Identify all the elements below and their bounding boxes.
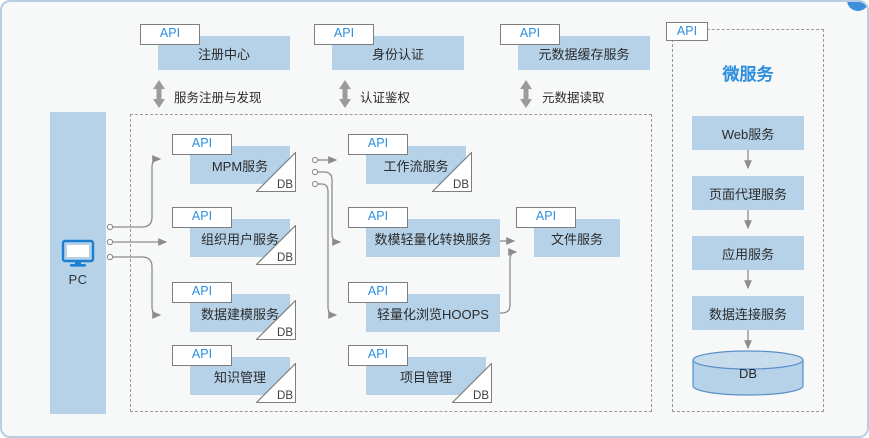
pc-client-panel: PC bbox=[50, 112, 106, 414]
service-label: 项目管理 bbox=[399, 369, 452, 385]
service-label: 轻量化浏览HOOPS bbox=[377, 306, 489, 322]
service-card-project-mgmt[interactable]: API 项目管理 DB bbox=[348, 345, 492, 403]
monitor-icon bbox=[61, 239, 95, 267]
api-tag: API bbox=[348, 345, 408, 366]
relation-label-meta: 元数据读取 bbox=[542, 91, 605, 105]
service-card-knowledge[interactable]: API 知识管理 DB bbox=[172, 345, 296, 403]
service-card-mpm[interactable]: API MPM服务 DB bbox=[172, 134, 296, 192]
service-card-auth[interactable]: API 身份认证 bbox=[314, 24, 464, 70]
db-corner-label: DB bbox=[473, 390, 489, 402]
api-tag: API bbox=[516, 207, 576, 228]
decorative-circle bbox=[847, 2, 867, 11]
relation-label-auth: 认证鉴权 bbox=[360, 91, 411, 105]
database-cylinder[interactable]: DB bbox=[692, 350, 804, 396]
service-label: 文件服务 bbox=[550, 231, 603, 247]
db-corner: DB bbox=[452, 363, 492, 403]
service-card-registry[interactable]: API 注册中心 bbox=[140, 24, 290, 70]
service-label: MPM服务 bbox=[211, 158, 269, 174]
db-corner: DB bbox=[256, 152, 296, 192]
api-tag: API bbox=[172, 134, 232, 155]
service-label: 组织用户服务 bbox=[200, 231, 279, 247]
microservice-label: 页面代理服务 bbox=[708, 186, 787, 202]
core-services-container bbox=[130, 114, 652, 412]
microservice-box-page-proxy[interactable]: 页面代理服务 bbox=[692, 176, 804, 210]
db-corner-label: DB bbox=[277, 252, 293, 264]
service-label: 数模轻量化转换服务 bbox=[374, 231, 492, 247]
api-tag: API bbox=[172, 282, 232, 303]
relation-label-registry: 服务注册与发现 bbox=[174, 91, 262, 105]
db-corner-label: DB bbox=[277, 179, 293, 191]
service-card-body: 数模轻量化转换服务 bbox=[366, 219, 500, 257]
db-corner-label: DB bbox=[453, 179, 469, 191]
service-card-workflow[interactable]: API 工作流服务 DB bbox=[348, 134, 472, 192]
db-corner-label: DB bbox=[277, 327, 293, 339]
pc-label: PC bbox=[68, 272, 88, 287]
service-label: 元数据缓存服务 bbox=[538, 46, 630, 62]
api-tag: API bbox=[140, 24, 200, 45]
service-label: 数据建模服务 bbox=[200, 306, 279, 322]
service-label: 知识管理 bbox=[213, 369, 266, 385]
api-tag: API bbox=[172, 207, 232, 228]
db-corner-label: DB bbox=[277, 390, 293, 402]
api-tag: API bbox=[348, 282, 408, 303]
microservice-box-web[interactable]: Web服务 bbox=[692, 116, 804, 150]
service-card-meta-cache[interactable]: API 元数据缓存服务 bbox=[500, 24, 650, 70]
db-corner: DB bbox=[256, 225, 296, 265]
api-tag: API bbox=[348, 134, 408, 155]
db-corner: DB bbox=[256, 300, 296, 340]
api-tag: API bbox=[500, 24, 560, 45]
service-label: 注册中心 bbox=[197, 46, 250, 62]
api-tag: API bbox=[314, 24, 374, 45]
api-tag: API bbox=[172, 345, 232, 366]
service-card-hoops-viewer[interactable]: API 轻量化浏览HOOPS bbox=[348, 282, 500, 332]
microservice-container bbox=[672, 29, 824, 412]
db-corner: DB bbox=[256, 363, 296, 403]
microservice-label: Web服务 bbox=[721, 126, 775, 142]
microservice-panel-title: 微服务 bbox=[722, 65, 774, 84]
db-corner: DB bbox=[432, 152, 472, 192]
service-label: 身份认证 bbox=[371, 46, 424, 62]
api-tag: API bbox=[348, 207, 408, 228]
microservice-label: 应用服务 bbox=[721, 246, 774, 262]
database-label: DB bbox=[738, 365, 758, 381]
microservice-box-application[interactable]: 应用服务 bbox=[692, 236, 804, 270]
service-card-file[interactable]: API 文件服务 bbox=[516, 207, 620, 257]
service-card-org-user[interactable]: API 组织用户服务 DB bbox=[172, 207, 296, 265]
api-tag-microservice: API bbox=[666, 22, 708, 41]
service-card-lightweight-convert[interactable]: API 数模轻量化转换服务 bbox=[348, 207, 500, 257]
service-label: 工作流服务 bbox=[383, 158, 449, 174]
microservice-box-data-connection[interactable]: 数据连接服务 bbox=[692, 296, 804, 330]
microservice-label: 数据连接服务 bbox=[708, 306, 787, 322]
service-card-data-modeling[interactable]: API 数据建模服务 DB bbox=[172, 282, 296, 340]
db-cylinder-icon bbox=[692, 350, 804, 396]
